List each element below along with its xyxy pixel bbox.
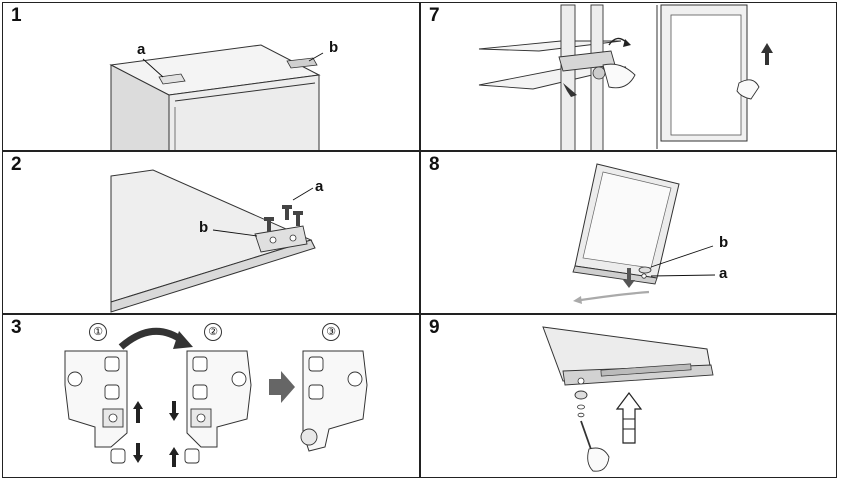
callout-a: a bbox=[137, 41, 146, 58]
panel-step-9: 9 bbox=[420, 314, 837, 478]
fridge-front-edge bbox=[110, 239, 316, 313]
leader-a bbox=[650, 274, 716, 277]
hinge-cover-a bbox=[158, 73, 186, 85]
panel-step-8: 8 b a bbox=[420, 151, 837, 314]
panel-step-7: 7 bbox=[420, 2, 837, 151]
screw-icon bbox=[282, 205, 292, 220]
next-arrow-icon bbox=[269, 371, 295, 403]
substep-2: ② bbox=[204, 323, 222, 341]
callout-b: b bbox=[199, 219, 209, 236]
callout-a: a bbox=[719, 265, 728, 282]
arrow-down-icon bbox=[623, 268, 635, 288]
hinge-bracket-1 bbox=[64, 350, 143, 464]
panel-2-illustration bbox=[110, 169, 316, 313]
panel-3-illustration bbox=[64, 327, 368, 467]
hinge-bracket-3 bbox=[300, 350, 368, 452]
substep-1: ① bbox=[89, 323, 107, 341]
arrow-up-icon bbox=[133, 401, 143, 423]
step-number: 8 bbox=[429, 154, 440, 175]
substep-3: ③ bbox=[322, 323, 340, 341]
arrow-down-icon bbox=[133, 443, 143, 463]
callout-a: a bbox=[315, 178, 324, 195]
arrow-up-icon bbox=[615, 392, 643, 444]
panel-7-illustration bbox=[478, 4, 773, 150]
screw-icon bbox=[264, 217, 274, 232]
leader-b bbox=[650, 245, 714, 268]
step-number: 9 bbox=[429, 317, 440, 338]
shelf-upper bbox=[478, 40, 622, 52]
panel-8-illustration bbox=[572, 163, 716, 304]
panel-step-1: 1 a b bbox=[2, 2, 420, 151]
panel-step-2: 2 a b bbox=[2, 151, 420, 314]
shelf-lower bbox=[478, 66, 627, 90]
bushing-b bbox=[638, 266, 652, 274]
leader-a bbox=[292, 187, 314, 201]
panel-9-illustration bbox=[542, 326, 714, 472]
hinge-bracket-2 bbox=[169, 350, 252, 467]
panel-1-illustration bbox=[109, 44, 324, 150]
step-number: 3 bbox=[11, 317, 22, 338]
hand bbox=[587, 447, 610, 472]
hinge-plate-b bbox=[254, 225, 308, 253]
step-number: 7 bbox=[429, 5, 440, 26]
flip-arrow-icon bbox=[118, 327, 186, 350]
fridge-side-face bbox=[110, 64, 170, 150]
washer-a bbox=[641, 273, 647, 279]
hand-right bbox=[736, 79, 760, 100]
leader-a bbox=[142, 58, 164, 78]
arrow-down-icon bbox=[169, 401, 179, 421]
step-number: 1 bbox=[11, 5, 22, 26]
leader-b bbox=[308, 52, 324, 62]
arrow-up-icon bbox=[761, 43, 773, 65]
step-number: 2 bbox=[11, 154, 22, 175]
panel-step-3: 3 ① ② ③ bbox=[2, 314, 420, 478]
swing-arrow-icon bbox=[580, 290, 650, 302]
bushing bbox=[574, 390, 588, 400]
callout-b: b bbox=[329, 39, 339, 56]
screw-icon bbox=[293, 211, 303, 226]
hand-left bbox=[602, 63, 636, 89]
leader-b bbox=[212, 229, 258, 237]
arrow-up-icon bbox=[169, 447, 179, 467]
arrow-down-left-icon bbox=[563, 83, 577, 97]
callout-b: b bbox=[719, 234, 729, 251]
fridge-frame-left bbox=[560, 4, 576, 150]
